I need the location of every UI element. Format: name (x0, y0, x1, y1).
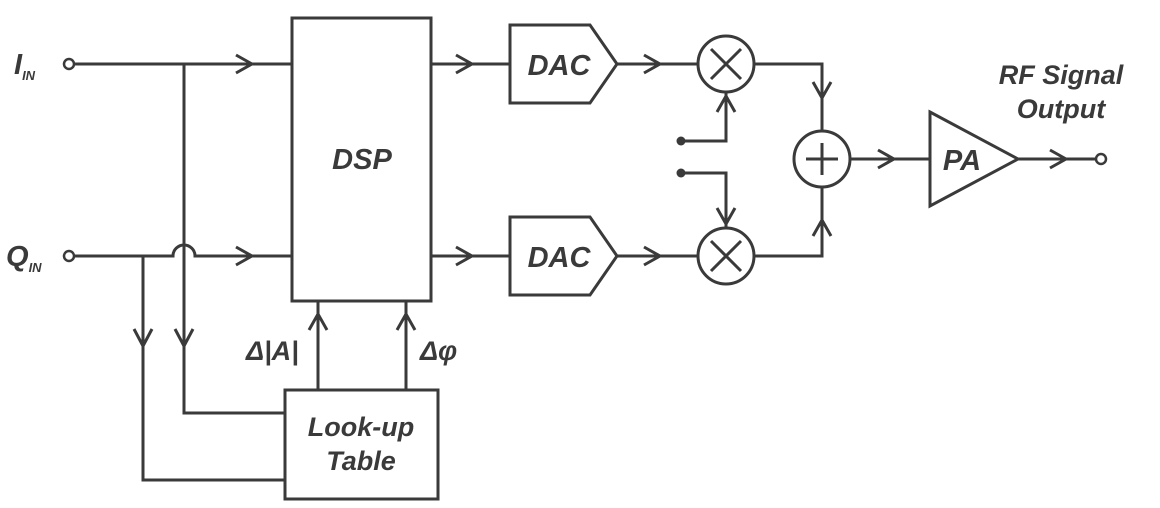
mixer-bottom-to-summer-wire (754, 187, 824, 258)
delta-amplitude-label: Δ|A| (245, 336, 299, 366)
rf-output-terminal (1094, 152, 1108, 166)
q-tap-wire (141, 256, 285, 482)
dsp-to-dac-top-arrow (455, 53, 476, 75)
delta-amplitude-arrow (307, 310, 329, 331)
mixer-top-to-summer-wire (754, 62, 824, 131)
dac-top-block (508, 23, 619, 105)
lo-bottom-wire (681, 171, 728, 228)
summer-top-arrow (811, 81, 833, 102)
dsp-block (290, 16, 433, 303)
i-input-arrow (235, 53, 256, 75)
i-tap-wire (182, 64, 285, 415)
q-input-terminal (62, 249, 76, 263)
mixer-top (696, 34, 756, 94)
rf-output-label-line2: Output (1017, 94, 1106, 124)
delta-phase-arrow (395, 310, 417, 331)
dac-bottom-block (508, 215, 619, 297)
summer-to-pa-arrow (877, 148, 898, 170)
i-input-terminal (62, 57, 76, 71)
q-input-label: QIN (6, 241, 42, 275)
pa-output-arrow (1049, 148, 1070, 170)
delta-phase-label: Δφ (419, 336, 457, 366)
summer (792, 129, 852, 189)
lookup-table-label-line2: Table (326, 446, 396, 476)
lo-top-wire (681, 92, 728, 143)
dsp-label: DSP (332, 144, 392, 176)
rf-output-label-line1: RF Signal (999, 60, 1124, 90)
q-input-arrow (235, 245, 256, 267)
lookup-table-label-line1: Look-up (308, 412, 414, 442)
dac-to-mixer-bottom-arrow (643, 245, 664, 267)
i-tap-arrow (173, 328, 195, 350)
summer-bottom-arrow (811, 216, 833, 237)
pa-block (928, 109, 1022, 209)
dac-to-mixer-top-arrow (643, 53, 664, 75)
lookup-table-block (283, 388, 440, 501)
lo-top-arrow (715, 92, 737, 113)
dsp-to-dac-bottom-arrow (455, 245, 476, 267)
dac-bottom-label: DAC (528, 242, 592, 274)
mixer-bottom (696, 226, 756, 286)
dac-top-label: DAC (528, 50, 592, 82)
pa-label: PA (943, 145, 981, 177)
lo-bottom-arrow (715, 207, 737, 228)
i-input-label: IIN (14, 49, 36, 83)
q-tap-arrow (132, 328, 154, 350)
